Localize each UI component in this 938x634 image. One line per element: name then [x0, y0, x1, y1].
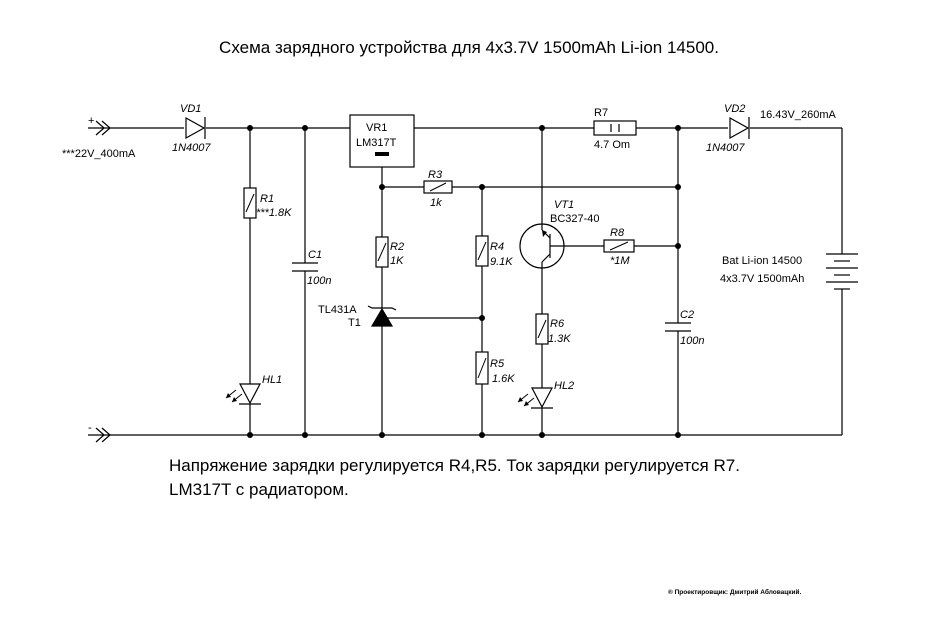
r6-value: 1.3K — [548, 333, 571, 345]
hl2-ref: HL2 — [554, 380, 574, 392]
r6-ref: R6 — [550, 318, 565, 330]
note-voltage-current: Напряжение зарядки регулируется R4,R5. Т… — [169, 456, 740, 475]
output-voltage-label: 16.43V_260mA — [760, 109, 836, 121]
schematic-title: Схема зарядного устройства для 4x3.7V 15… — [219, 38, 719, 57]
r1-ref: R1 — [260, 193, 274, 205]
r1-value: ***1.8K — [256, 207, 292, 219]
t1-tl431 — [370, 307, 394, 327]
input-plus-arrow — [95, 120, 105, 136]
designer-credit: ® Проектировщик: Дмитрий Абловацкий. — [668, 589, 802, 596]
vd1-ref: VD1 — [180, 103, 201, 115]
input-voltage-label: ***22V_400mA — [62, 148, 136, 160]
r4-ref: R4 — [490, 241, 504, 253]
plus-sign: + — [88, 115, 94, 127]
r3-ref: R3 — [428, 169, 443, 181]
hl1-ref: HL1 — [262, 374, 282, 386]
r2-ref: R2 — [390, 241, 404, 253]
c2-value: 100n — [680, 335, 704, 347]
t1-value: TL431A — [318, 304, 357, 316]
battery-label: Bat Li-ion 14500 — [722, 255, 802, 267]
vr1-ref: VR1 — [366, 122, 387, 134]
r8-ref: R8 — [610, 227, 625, 239]
hl2-led — [531, 387, 553, 409]
r4-value: 9.1K — [490, 256, 513, 268]
r2-value: 1K — [390, 255, 404, 267]
vt1-ref: VT1 — [554, 199, 574, 211]
r8-value: *1M — [610, 255, 630, 267]
vd2-value: 1N4007 — [706, 142, 745, 154]
vd2-ref: VD2 — [724, 103, 745, 115]
vt1-value: BC327-40 — [550, 213, 600, 225]
junctions — [247, 125, 681, 438]
vd2-diode — [729, 116, 750, 140]
c2-ref: C2 — [680, 309, 694, 321]
vd1-diode — [185, 116, 206, 140]
r5-ref: R5 — [490, 358, 505, 370]
r7-body — [593, 120, 637, 136]
r3-value: 1k — [430, 197, 442, 209]
c1-ref: C1 — [308, 249, 322, 261]
vd1-value: 1N4007 — [172, 142, 211, 154]
vr1-value: LM317T — [356, 137, 397, 149]
input-minus-arrow — [95, 427, 105, 443]
battery-spec: 4x3.7V 1500mAh — [720, 273, 804, 285]
r7-value: 4.7 Om — [594, 139, 630, 151]
note-heatsink: LM317T с радиатором. — [169, 480, 349, 499]
hl1-led — [239, 383, 261, 405]
t1-ref: T1 — [348, 317, 361, 329]
r7-ref: R7 — [594, 107, 608, 119]
vr1-adj-tab — [375, 152, 389, 156]
c1-value: 100n — [307, 275, 331, 287]
minus-sign: - — [88, 422, 92, 434]
r5-value: 1.6K — [492, 373, 515, 385]
